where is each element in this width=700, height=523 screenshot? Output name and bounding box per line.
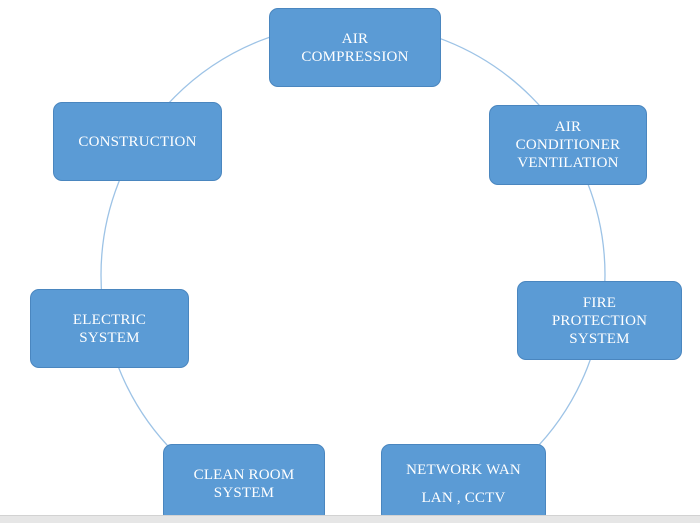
node-network-wan-lan-cctv: NETWORK WAN LAN , CCTV — [381, 444, 546, 523]
node-air-compression: AIR COMPRESSION — [269, 8, 441, 87]
node-air-conditioner-ventilation: AIR CONDITIONER VENTILATION — [489, 105, 647, 185]
node-clean-room-system: CLEAN ROOM SYSTEM — [163, 444, 325, 523]
node-electric-system: ELECTRIC SYSTEM — [30, 289, 189, 368]
node-fire-protection-system: FIRE PROTECTION SYSTEM — [517, 281, 682, 360]
node-construction: CONSTRUCTION — [53, 102, 222, 181]
bottom-scroll-strip — [0, 515, 700, 523]
